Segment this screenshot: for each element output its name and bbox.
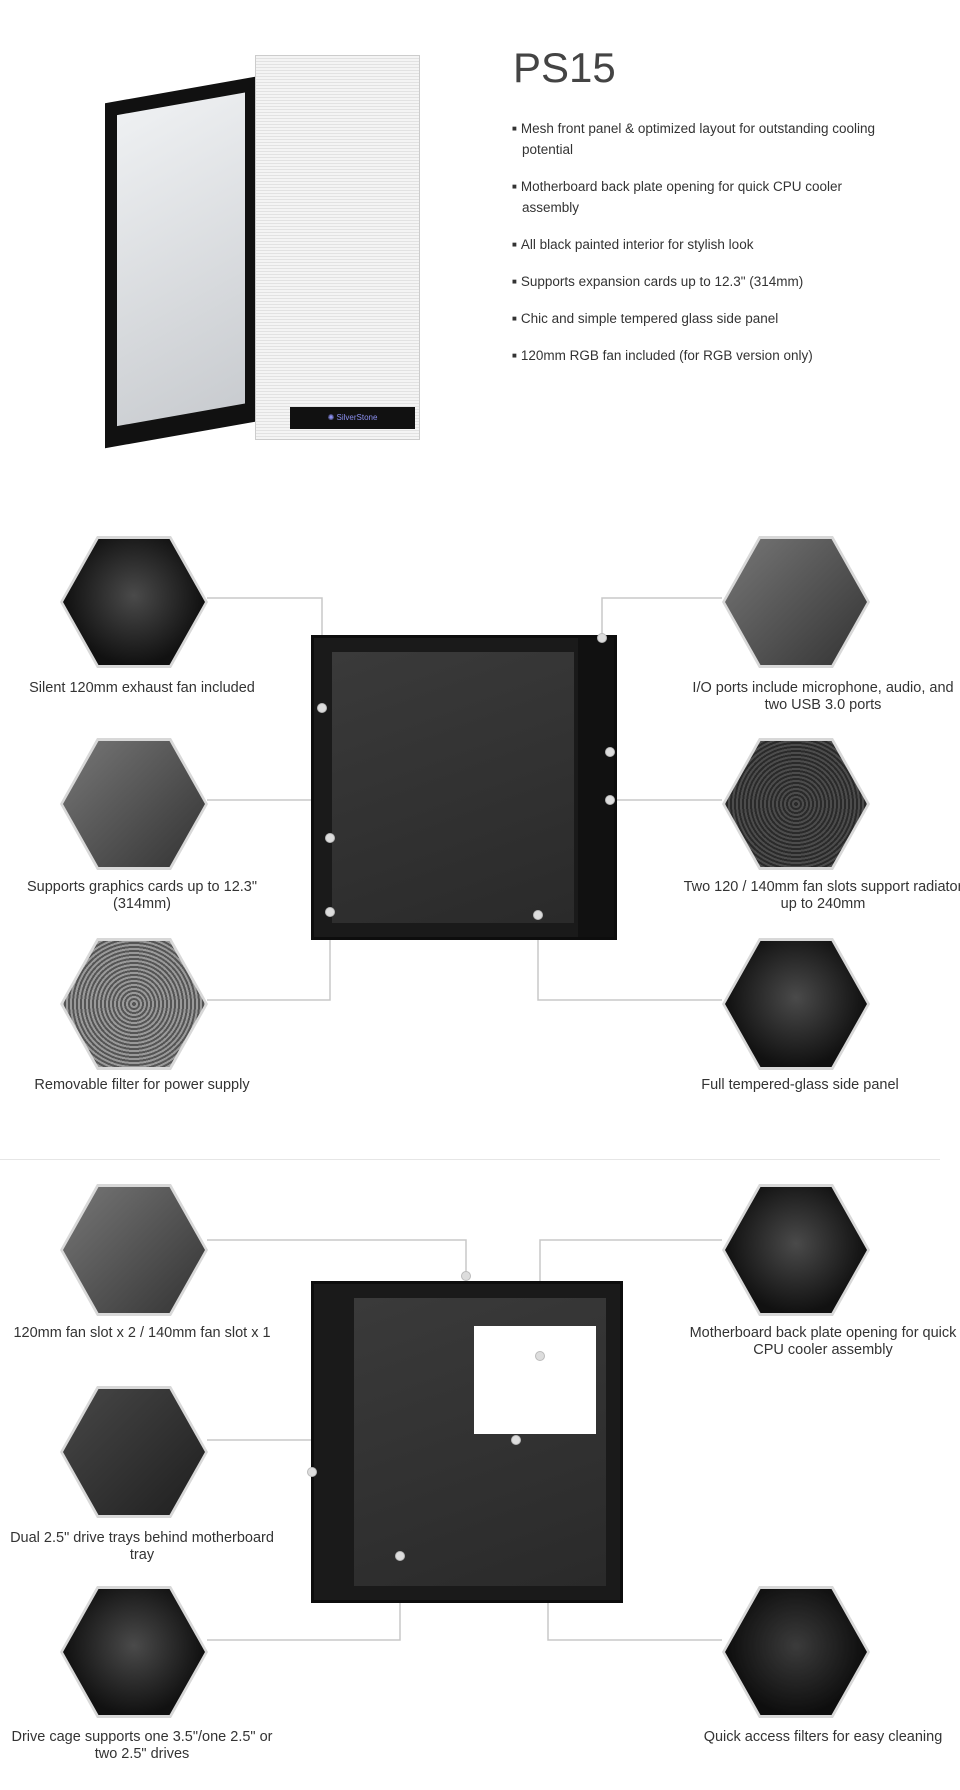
case-back-image [311,1281,623,1603]
dust-filter-image [722,1586,870,1718]
feature-label: 120mm fan slot x 2 / 140mm fan slot x 1 [13,1325,271,1341]
backplate-opening-image [722,1184,870,1316]
callout-dot [325,833,335,843]
callout-dot [511,1435,521,1445]
feature-label: Two 120 / 140mm fan slots support radiat… [683,879,960,912]
glass-panel-image [722,938,870,1070]
feature-list: Mesh front panel & optimized layout for … [512,118,892,382]
callout-dot [461,1271,471,1281]
cpu-cutout [474,1326,596,1434]
callout-dot [395,1551,405,1561]
feature-item: 120mm RGB fan included (for RGB version … [512,345,892,366]
feature-item: Motherboard back plate opening for quick… [512,176,892,218]
feature-label: Motherboard back plate opening for quick… [689,1325,957,1358]
callout-dot [597,633,607,643]
callout-dot [605,747,615,757]
feature-label: Supports graphics cards up to 12.3" (314… [26,879,258,912]
drive-tray-image [60,1386,208,1518]
feature-item: Mesh front panel & optimized layout for … [512,118,892,160]
feature-item: All black painted interior for stylish l… [512,234,892,255]
feature-label: Full tempered-glass side panel [701,1077,899,1093]
graphics-card-image [60,738,208,870]
page-title: PS15 [513,44,616,91]
feature-label: Dual 2.5" drive trays behind motherboard… [10,1530,274,1563]
product-image: ✺ SilverStone [105,55,420,450]
front-fan-slots-image [722,738,870,870]
callout-dot [317,703,327,713]
feature-label: Quick access filters for easy cleaning [703,1729,943,1745]
feature-label: I/O ports include microphone, audio, and… [692,680,954,713]
mesh-front-panel [255,55,420,440]
feature-label: Silent 120mm exhaust fan included [29,680,255,696]
callout-dot [535,1351,545,1361]
io-ports-image [722,536,870,668]
callout-dot [605,795,615,805]
exhaust-fan-image [60,536,208,668]
feature-item: Chic and simple tempered glass side pane… [512,308,892,329]
section-divider [0,1159,940,1160]
feature-label: Drive cage supports one 3.5"/one 2.5" or… [11,1729,273,1762]
callout-dot [533,910,543,920]
callout-dot [325,907,335,917]
feature-label: Removable filter for power supply [34,1077,250,1093]
feature-item: Supports expansion cards up to 12.3" (31… [512,271,892,292]
case-interior-image [311,635,617,940]
callout-dot [307,1467,317,1477]
brand-logo: ✺ SilverStone [290,407,415,429]
